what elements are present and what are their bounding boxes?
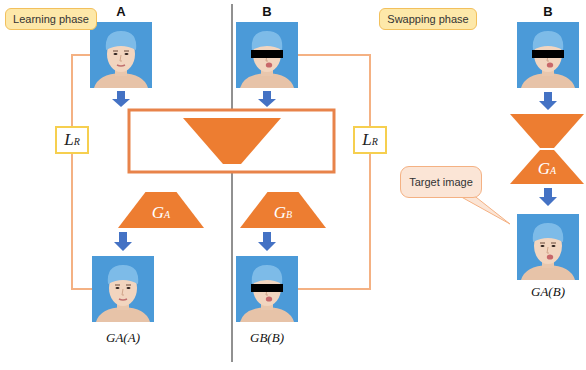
column-heading: B <box>543 4 552 19</box>
column-heading: B <box>262 4 271 19</box>
phase-badge: Swapping phase <box>379 8 477 30</box>
block-arrow <box>258 232 276 251</box>
phase-badge: Learning phase <box>5 8 97 30</box>
face-photo <box>92 256 154 322</box>
block-arrow <box>114 232 132 251</box>
flow-arrows <box>112 91 557 251</box>
callout-tail <box>456 194 510 224</box>
node-text: Target image <box>409 176 473 188</box>
face-photo <box>90 22 152 88</box>
decoder-trapezoid: GB <box>240 192 326 228</box>
shared-encoder-box <box>129 110 334 172</box>
node-text: GA <box>538 159 556 179</box>
divider-line <box>232 4 233 362</box>
encoder-trapezoid <box>183 118 281 164</box>
block-arrow <box>539 92 557 110</box>
loss-box: LR <box>55 126 89 154</box>
face-photo <box>236 256 298 322</box>
encoder-trapezoid <box>510 114 584 148</box>
trapezoid-fill <box>118 192 204 228</box>
decoder-trapezoid: GA <box>510 150 584 184</box>
node-text: LR <box>64 130 80 150</box>
block-arrow <box>112 91 130 107</box>
bracket-line <box>72 55 90 126</box>
node-text: Learning phase <box>13 13 89 25</box>
face-photo <box>517 214 579 280</box>
block-arrow <box>539 188 557 206</box>
block-arrow <box>258 91 276 107</box>
node-text: Swapping phase <box>387 13 468 25</box>
column-heading: A <box>116 4 125 19</box>
face-photo <box>236 22 298 88</box>
output-caption: GB(B) <box>250 330 284 346</box>
face-photo <box>517 22 579 88</box>
node-text: LR <box>362 130 378 150</box>
callout-bubble: Target image <box>400 166 482 198</box>
loss-brackets <box>72 55 370 289</box>
node-text: GB <box>274 203 292 223</box>
trapezoid-fill <box>510 150 584 184</box>
output-caption: GA(B) <box>531 284 565 300</box>
loss-box: LR <box>353 126 387 154</box>
trapezoid-fill <box>240 192 326 228</box>
output-caption: GA(A) <box>106 330 140 346</box>
decoder-trapezoid: GA <box>118 192 204 228</box>
node-text: GA <box>152 203 170 223</box>
bracket-line <box>72 154 92 289</box>
